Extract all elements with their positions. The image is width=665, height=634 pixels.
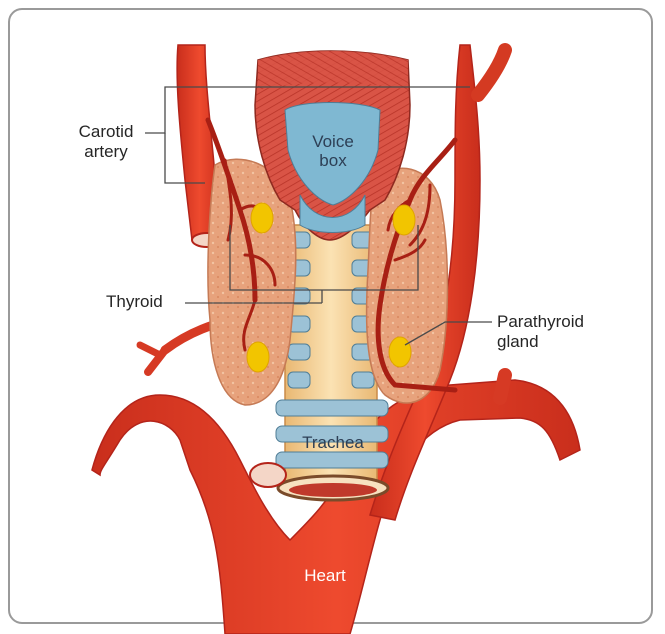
voice-box-label-line2: box bbox=[300, 151, 366, 170]
trachea-label: Trachea bbox=[290, 433, 376, 452]
voice-box-label-line1: Voice bbox=[300, 132, 366, 151]
parathyroid-label-line1: Parathyroid bbox=[497, 312, 584, 332]
parathyroid-label-line2: gland bbox=[497, 332, 584, 352]
heart-label: Heart bbox=[285, 566, 365, 585]
carotid-label-line1: Carotid bbox=[70, 122, 142, 142]
thyroid-label: Thyroid bbox=[106, 292, 163, 312]
voice-box-label: Voice box bbox=[300, 132, 366, 170]
parathyroid-gland-label: Parathyroid gland bbox=[497, 312, 584, 352]
vessel-cut-end bbox=[250, 463, 286, 487]
carotid-label-line2: artery bbox=[70, 142, 142, 162]
carotid-artery-label: Carotid artery bbox=[70, 122, 142, 162]
